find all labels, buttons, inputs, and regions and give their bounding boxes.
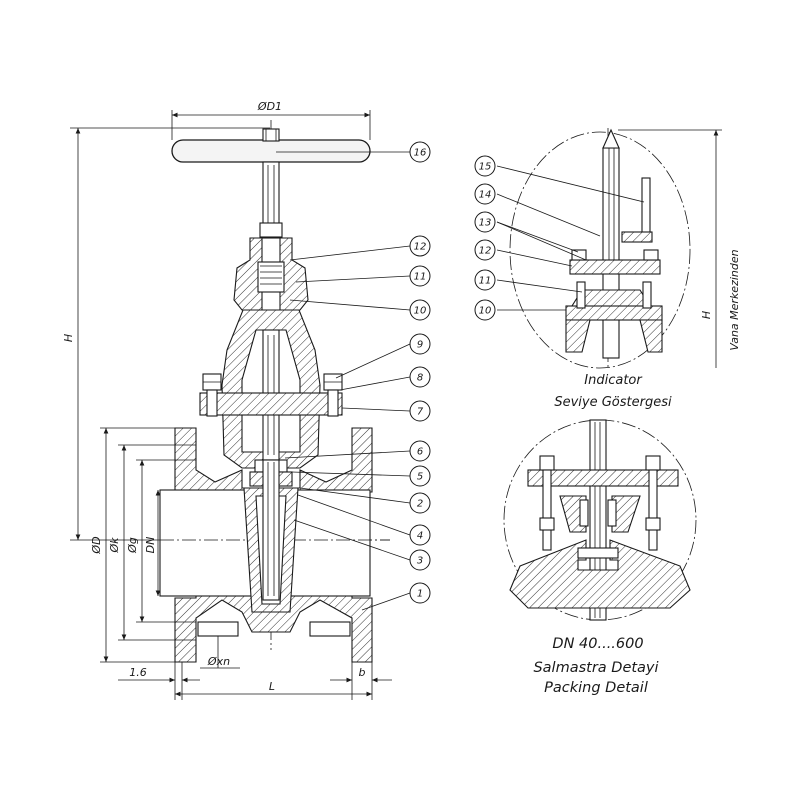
balloon-label: 12 [479, 246, 492, 257]
dim-ok: Øk [108, 537, 121, 554]
balloon-label: 2 [417, 499, 423, 510]
balloons-detail-leaders [496, 165, 645, 311]
balloon-label: 5 [417, 472, 423, 483]
caption-salmastra: Salmastra Detayi [533, 660, 658, 676]
balloon-1: 1 [409, 582, 431, 604]
balloon-9: 9 [409, 333, 431, 355]
balloon-12: 12 [409, 235, 431, 257]
caption-packing: Packing Detail [544, 680, 648, 696]
balloon-7: 7 [409, 400, 431, 422]
dim-dn: DN [144, 537, 157, 554]
balloon-6: 6 [409, 440, 431, 462]
balloon-10: 10 [474, 299, 496, 321]
dim-d1: ØD1 [257, 100, 282, 113]
dim-gap: 1.6 [129, 666, 147, 679]
dim-od: ØD [90, 536, 103, 554]
balloon-label: 11 [414, 272, 427, 283]
balloon-label: 9 [417, 340, 423, 351]
balloon-label: 1 [417, 589, 423, 600]
dim-oxn: Øxn [207, 655, 230, 668]
dimensions: ØD1 H ØD Øk Øg DN Øxn 1.6 [62, 100, 392, 700]
balloon-label: 10 [414, 306, 427, 317]
balloon-label: 8 [417, 373, 423, 384]
balloon-label: 6 [417, 447, 423, 458]
dim-h-right: H [700, 311, 713, 319]
caption-indicator: Indicator [584, 373, 643, 388]
balloon-10: 10 [409, 299, 431, 321]
right-h-dimension: H Vana Merkezinden [618, 129, 741, 368]
balloon-3: 3 [409, 549, 431, 571]
caption-dn-range: DN 40....600 [552, 636, 643, 652]
balloon-label: 4 [417, 531, 423, 542]
dim-l: L [269, 680, 275, 693]
dim-b: b [359, 666, 366, 679]
balloon-label: 15 [479, 162, 492, 173]
caption-seviye: Seviye Göstergesi [554, 395, 672, 410]
balloon-label: 10 [479, 306, 492, 317]
balloon-11: 11 [409, 265, 431, 287]
balloon-5: 5 [409, 465, 431, 487]
balloon-8: 8 [409, 366, 431, 388]
balloon-15: 15 [474, 155, 496, 177]
balloon-label: 16 [414, 148, 427, 159]
balloon-label: 14 [479, 190, 492, 201]
balloon-2: 2 [409, 492, 431, 514]
balloon-group-main: 16 12 11 10 9 8 7 6 5 2 4 3 1 [409, 141, 431, 604]
balloon-12: 12 [474, 239, 496, 261]
balloon-label: 3 [417, 556, 423, 567]
main-valve-view [159, 120, 390, 663]
dim-og: Øg [126, 537, 139, 554]
packing-detail [503, 419, 697, 621]
balloon-13: 13 [474, 211, 496, 233]
balloon-label: 13 [479, 218, 492, 229]
balloon-11: 11 [474, 269, 496, 291]
dim-vana: Vana Merkezinden [728, 249, 741, 350]
balloon-label: 7 [417, 407, 424, 418]
balloon-label: 12 [414, 242, 427, 253]
balloons-main [276, 151, 411, 611]
balloon-16: 16 [409, 141, 431, 163]
balloon-label: 11 [479, 276, 492, 287]
balloon-14: 14 [474, 183, 496, 205]
balloon-group-detail: 15 14 13 12 11 10 [474, 155, 496, 321]
dim-h: H [62, 334, 75, 342]
indicator-detail [509, 128, 691, 370]
balloon-4: 4 [409, 524, 431, 546]
handwheel [171, 139, 371, 163]
